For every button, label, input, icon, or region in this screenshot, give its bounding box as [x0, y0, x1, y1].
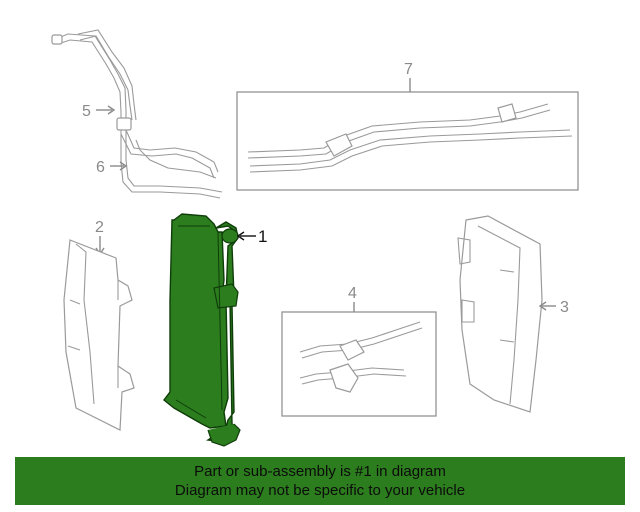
cooler-lines-5-6 — [51, 29, 223, 199]
callout-1-arrowhead — [236, 231, 245, 241]
callout-3-arrowhead — [538, 301, 547, 311]
callout-3: 3 — [560, 299, 569, 316]
callout-4: 4 — [348, 285, 357, 302]
part-2-duct — [63, 239, 135, 431]
banner-line-1: Part or sub-assembly is #1 in diagram — [194, 463, 446, 480]
part-3-duct — [457, 215, 543, 413]
info-banner: Part or sub-assembly is #1 in diagram Di… — [15, 457, 625, 505]
banner-line-2: Diagram may not be specific to your vehi… — [174, 482, 466, 499]
part-4-bracket — [299, 321, 423, 393]
callout-5-arrowhead — [107, 105, 116, 115]
callout-7: 7 — [404, 61, 413, 78]
callout-2: 2 — [95, 219, 104, 236]
callout-5: 5 — [82, 103, 91, 120]
part-7-lines — [247, 103, 573, 173]
callout-6-arrowhead — [119, 161, 128, 171]
part-7-box — [236, 91, 579, 191]
part-4-box — [281, 311, 437, 417]
callout-6: 6 — [96, 159, 105, 176]
part-1-oil-cooler — [163, 213, 241, 447]
callout-1: 1 — [258, 227, 267, 246]
